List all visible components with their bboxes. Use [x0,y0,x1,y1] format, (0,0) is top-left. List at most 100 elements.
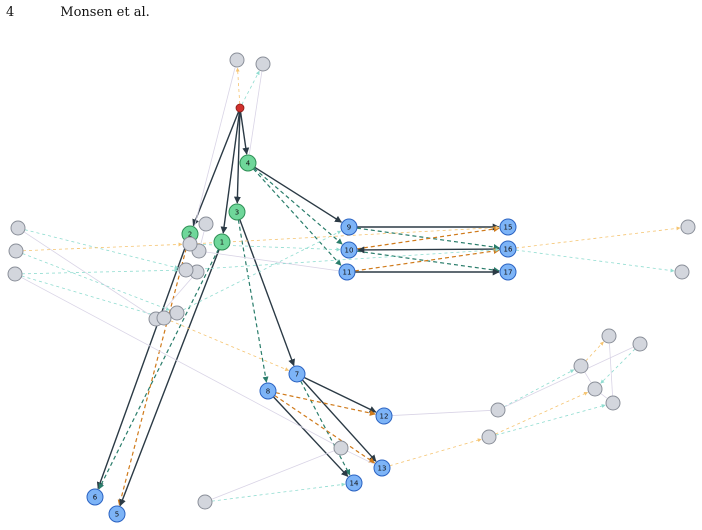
node-label-n3: 3 [235,209,239,217]
node-g1 [229,52,245,68]
edge-g3-g12 [24,229,179,270]
node-n4: 4 [239,154,257,172]
node-n8: 8 [259,382,277,400]
edge-n1-n5 [119,249,220,507]
node-circle-n1 [213,233,231,251]
edge-root-g1 [235,67,241,105]
node-g12 [178,262,194,278]
edge-g4-g11 [22,242,183,252]
node-label-n12: 12 [380,413,389,421]
node-n9: 9 [340,218,358,236]
edge-g8-g9 [160,277,193,314]
node-circle-g6 [198,216,214,232]
node-g10 [169,305,185,321]
edge-layer [20,66,681,507]
edge-root-n4 [239,111,250,155]
node-label-n9: 9 [347,224,351,232]
edge-g3-g9 [23,231,150,315]
node-circle-g21 [587,381,603,397]
node-circle-g2 [255,56,271,72]
edge-g13-n7 [170,320,290,371]
edge-g11-n15 [196,225,500,245]
node-circle-n6 [86,488,104,506]
edge-g4-g10 [22,253,170,311]
node-circle-g1 [229,52,245,68]
edge-n13-g19 [389,438,482,467]
node-root [235,103,245,113]
node-n13: 13 [373,459,391,477]
node-n12: 12 [375,407,393,425]
node-circle-g18 [490,402,506,418]
node-label-n1: 1 [220,239,224,247]
node-circle-g16 [680,219,696,235]
node-circle-g12 [178,262,194,278]
node-label-n5: 5 [115,511,119,519]
node-circle-n12 [375,407,393,425]
node-n11: 11 [338,263,356,281]
node-label-n4: 4 [246,160,251,168]
node-n17: 17 [499,263,517,281]
node-label-n15: 15 [504,224,513,232]
node-circle-n17 [499,263,517,281]
edge-n2-n6 [96,241,188,490]
node-g17 [674,264,690,280]
edge-n4-n10 [253,167,343,245]
node-g16 [680,219,696,235]
node-circle-n4 [239,154,257,172]
node-label-n2: 2 [188,231,192,239]
running-head: Monsen et al. [60,5,150,20]
edge-root-g2 [241,70,260,105]
edge-g10-n9 [183,230,342,311]
node-circle-n7 [288,365,306,383]
node-circle-g3 [10,220,26,236]
node-circle-n8 [259,382,277,400]
node-circle-g15 [333,440,349,456]
node-n3: 3 [228,203,246,221]
edge-n1-n6 [98,248,219,490]
node-g4 [8,243,24,259]
node-circle-g22 [605,395,621,411]
node-circle-n14 [345,474,363,492]
node-label-n6: 6 [93,494,98,502]
node-g21 [587,381,603,397]
node-circle-g20 [573,358,589,374]
edge-g14-n14 [211,482,346,502]
edge-n7-n13 [301,379,377,462]
node-circle-g13 [156,310,172,326]
edge-n7-n12 [303,376,377,413]
node-g23 [601,328,617,344]
edge-n3-n8 [237,219,269,383]
node-label-n10: 10 [345,247,354,255]
edge-n16-g16 [515,226,681,249]
edge-n8-n13 [274,394,376,464]
node-n5: 5 [108,505,126,523]
node-n1: 1 [213,233,231,251]
edge-n16-n10 [357,246,501,254]
node-circle-n9 [340,218,358,236]
node-g13 [156,310,172,326]
edge-g20-g21 [584,371,592,383]
node-circle-g23 [601,328,617,344]
node-circle-n13 [373,459,391,477]
node-circle-n16 [499,240,517,258]
edge-g19-g21 [495,391,589,435]
node-label-n7: 7 [295,371,299,379]
edge-g7-n11 [205,251,339,272]
edge-n12-g18 [391,410,491,416]
node-label-n8: 8 [266,388,270,396]
node-n7: 7 [288,365,306,383]
edge-g5-g13 [21,275,157,317]
node-label-n16: 16 [504,246,513,254]
node-circle-g19 [481,429,497,445]
edge-n10-n15 [356,226,500,250]
edge-root-n2 [192,111,240,227]
node-circle-g11 [182,236,198,252]
node-circle-g17 [674,264,690,280]
edge-n8-n14 [272,396,349,477]
edge-g18-g24 [504,347,633,408]
node-circle-root [235,103,245,113]
node-n15: 15 [499,218,517,236]
edge-g1-g11 [191,66,236,237]
edge-g15-g14 [212,450,335,500]
